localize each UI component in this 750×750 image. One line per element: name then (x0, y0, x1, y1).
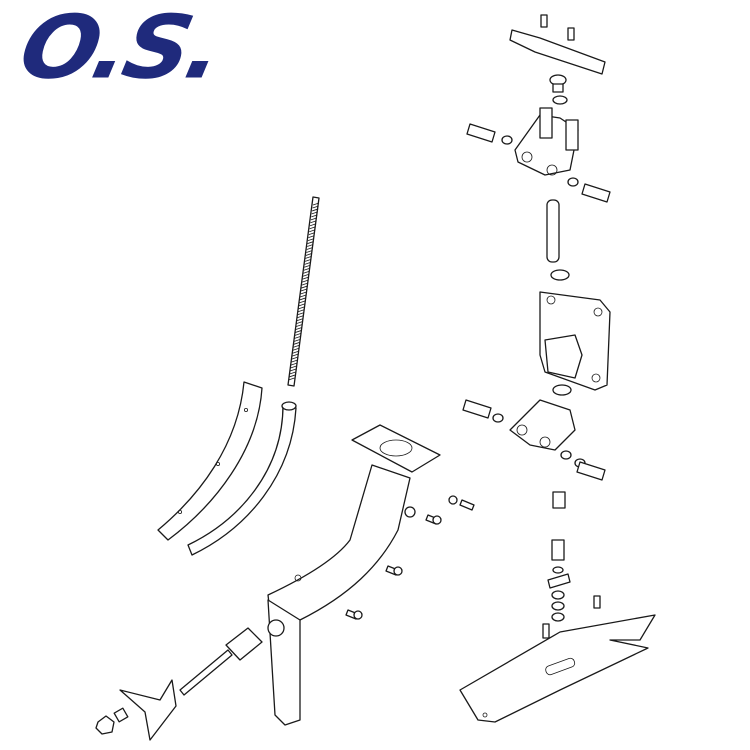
shaft-winding (307, 238, 315, 241)
shaft-winding (299, 297, 306, 301)
prop-shaft-assembly (179, 627, 263, 696)
shaft-winding (311, 214, 318, 218)
shaft-winding (298, 303, 305, 307)
rudder-blade (459, 614, 656, 723)
shaft-winding (304, 261, 311, 265)
shaft-winding (290, 359, 298, 363)
shaft-winding (302, 273, 310, 277)
curved-guard-plate (157, 381, 263, 541)
shaft-winding (304, 258, 312, 262)
shaft-winding (302, 279, 309, 283)
shaft-winding (288, 374, 295, 378)
shaft-winding (308, 235, 315, 239)
shaft-winding (293, 339, 300, 342)
shaft-winding (300, 288, 308, 292)
shaft-winding (310, 220, 317, 224)
shaft-winding (297, 312, 304, 316)
shaft-winding (312, 205, 319, 209)
shaft-winding (299, 294, 307, 298)
shaft-winding (304, 264, 311, 268)
shaft-winding (306, 250, 313, 253)
drive-strut (267, 424, 441, 726)
shaft-winding (289, 368, 296, 372)
shaft-winding (312, 208, 319, 212)
strut-screws (345, 495, 475, 620)
shaft-winding (297, 315, 304, 319)
shaft-winding (305, 253, 313, 256)
shaft-winding (294, 333, 301, 336)
shaft-winding (299, 300, 306, 304)
flex-shaft (287, 196, 320, 387)
shaft-winding (303, 270, 310, 274)
upper-tiller-bracket (466, 107, 611, 203)
shaft-winding (295, 327, 302, 330)
propeller (119, 679, 177, 741)
shaft-winding (302, 276, 309, 280)
shaft-winding (307, 244, 314, 247)
shaft-winding (309, 226, 316, 230)
shaft-winding (301, 282, 308, 286)
shaft-winding (292, 345, 300, 348)
shaft-winding (292, 350, 299, 354)
shaft-winding (291, 353, 298, 357)
rudder-hardware (542, 539, 601, 639)
washer (550, 269, 570, 281)
shaft-winding (290, 362, 297, 366)
shaft-winding (301, 285, 308, 289)
shaft-winding (297, 309, 305, 313)
lower-tiller-bracket (462, 399, 606, 509)
shaft-winding (311, 211, 318, 215)
shaft-winding (309, 229, 316, 233)
shaft-winding (296, 318, 303, 322)
shaft-winding (305, 256, 312, 259)
shaft-winding (300, 291, 307, 295)
shaft-winding (289, 371, 296, 375)
shaft-winding (296, 321, 303, 325)
shaft-winding (310, 217, 318, 221)
shaft-winding (294, 336, 301, 339)
shaft-winding (292, 347, 299, 351)
shaft-winding (298, 306, 305, 310)
shaft-winding (308, 232, 315, 236)
shaft-winding (309, 223, 317, 227)
rudder-pin (546, 199, 560, 263)
shaft-winding (295, 324, 303, 328)
shaft-winding (312, 202, 320, 206)
shaft-winding (306, 247, 313, 250)
rudder-arm (509, 14, 606, 105)
prop-nut (95, 715, 115, 735)
transom-mount-bracket (539, 291, 611, 396)
shaft-winding (289, 365, 297, 369)
shaft-winding (293, 342, 300, 345)
shaft-winding (303, 267, 310, 271)
shaft-winding (288, 377, 295, 381)
shaft-winding (294, 330, 302, 333)
shaft-winding (307, 241, 314, 244)
shaft-winding (291, 356, 298, 360)
prop-washer (113, 707, 129, 723)
flex-tube (187, 404, 297, 556)
